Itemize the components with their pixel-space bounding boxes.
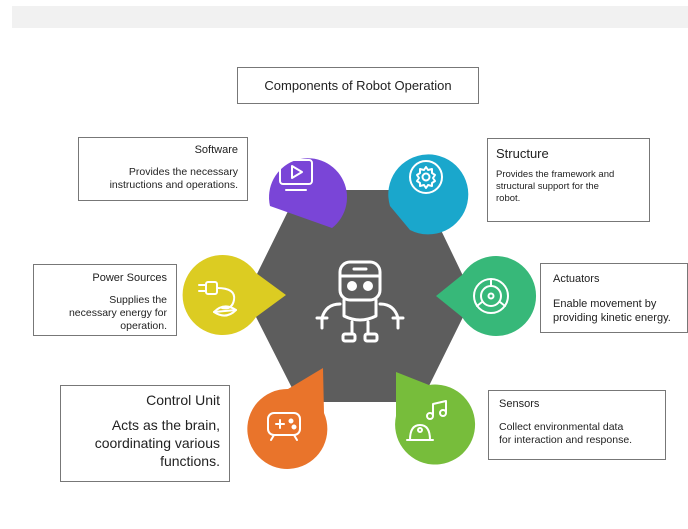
sensors-desc-1: Collect environmental data	[499, 421, 624, 433]
power-sources-desc-3: operation.	[120, 320, 167, 332]
petal-structure-shape	[388, 154, 469, 235]
steering-gear-icon	[473, 278, 509, 314]
software-desc-1: Provides the necessary	[128, 166, 238, 178]
diagram-title: Components of Robot Operation	[237, 67, 479, 104]
structure-desc-3: robot.	[496, 193, 521, 204]
petal-control-unit	[247, 368, 328, 469]
power-sources-title: Power Sources	[92, 272, 167, 284]
sensors-desc-2: for interaction and response.	[499, 434, 633, 446]
software-title: Software	[194, 144, 238, 156]
monitor-play-icon	[279, 159, 313, 191]
plug-leaf-icon	[198, 281, 237, 317]
gamepad-icon	[267, 412, 301, 441]
control-unit-desc-3: functions.	[160, 453, 220, 469]
structure-desc-2: structural support for the	[496, 181, 599, 192]
actuators-desc-2: providing kinetic energy.	[553, 312, 671, 324]
structure-title: Structure	[496, 146, 549, 161]
petal-actuators-shape	[436, 256, 537, 336]
control-unit-desc-1: Acts as the brain,	[111, 417, 220, 433]
control-unit-desc-2: coordinating various	[94, 435, 220, 451]
software-desc-2: instructions and operations.	[109, 179, 238, 191]
sensor-music-icon	[406, 400, 447, 441]
petal-software	[269, 158, 348, 228]
top-bar	[12, 6, 688, 28]
robot-icon	[315, 260, 405, 343]
hub-hexagon	[251, 190, 468, 402]
power-sources-desc-1: Supplies the	[109, 294, 167, 306]
petal-power-sources	[182, 254, 286, 335]
petal-control-unit-shape	[247, 368, 328, 469]
structure-desc-1: Provides the framework and	[496, 169, 615, 180]
card-power-sources: Power Sources Supplies the necessary ene…	[33, 264, 177, 336]
petal-software-shape	[269, 158, 348, 228]
actuators-title: Actuators	[553, 273, 600, 285]
power-sources-desc-2: necessary energy for	[68, 307, 167, 319]
petal-sensors	[395, 372, 476, 465]
control-unit-title: Control Unit	[146, 392, 220, 408]
actuators-desc-1: Enable movement by	[553, 298, 657, 310]
card-sensors: Sensors Collect environmental data for i…	[488, 390, 666, 460]
petal-structure	[388, 154, 469, 235]
card-actuators: Actuators Enable movement by providing k…	[540, 263, 688, 333]
card-software: Software Provides the necessary instruct…	[78, 137, 248, 201]
card-control-unit: Control Unit Acts as the brain, coordina…	[60, 385, 230, 482]
petal-actuators	[436, 256, 537, 336]
petal-sensors-shape	[395, 372, 476, 465]
gear-cog-icon	[409, 160, 443, 194]
sensors-title: Sensors	[499, 398, 540, 410]
card-structure: Structure Provides the framework and str…	[487, 138, 650, 222]
